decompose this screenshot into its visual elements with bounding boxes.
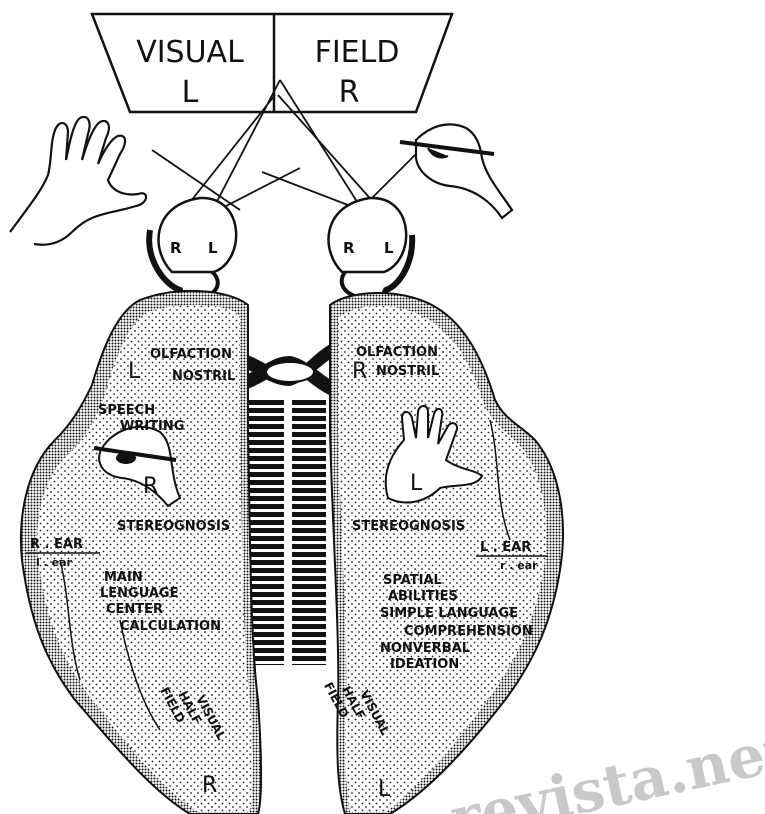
comprehension-label: COMPREHENSION bbox=[404, 624, 533, 639]
left-eye-r-label: R bbox=[170, 239, 182, 257]
left-eye-l-label: L bbox=[208, 239, 218, 257]
right-visual-field-side-marker: L bbox=[378, 777, 391, 802]
right-stereognosis-label: STEREOGNOSIS bbox=[352, 519, 465, 534]
main-label: MAIN bbox=[104, 570, 143, 585]
right-nostril-label: NOSTRIL bbox=[376, 364, 439, 379]
left-visual-field-side-marker: R bbox=[202, 773, 217, 798]
calculation-label: CALCULATION bbox=[120, 619, 221, 634]
right-ear-sub-label: r . ear bbox=[500, 559, 538, 572]
speech-label: SPEECH bbox=[98, 403, 155, 418]
left-eye: R L bbox=[149, 198, 236, 300]
ideation-label: IDEATION bbox=[390, 657, 459, 672]
right-eye: R L bbox=[329, 198, 413, 300]
right-eye-l-label: L bbox=[384, 239, 394, 257]
visual-field-right-marker: R bbox=[339, 75, 360, 110]
left-hand-drawing bbox=[10, 117, 146, 245]
center-label: CENTER bbox=[106, 602, 163, 617]
left-ear-main-label: R . EAR bbox=[30, 537, 83, 552]
right-olfaction-label: OLFACTION bbox=[356, 345, 438, 360]
visual-label: VISUAL bbox=[136, 35, 244, 70]
right-eye-r-label: R bbox=[343, 239, 355, 257]
watermark: revista.net bbox=[444, 715, 765, 814]
right-hand-drawing bbox=[400, 124, 512, 218]
left-hand-side-marker: R bbox=[143, 474, 158, 499]
right-ear-main-label: L . EAR bbox=[480, 540, 531, 555]
nonverbal-label: NONVERBAL bbox=[380, 641, 470, 656]
writing-label: WRITING bbox=[120, 419, 184, 434]
abilities-label: ABILITIES bbox=[388, 589, 458, 604]
left-stereognosis-label: STEREOGNOSIS bbox=[117, 519, 230, 534]
visual-field-left-marker: L bbox=[182, 75, 199, 110]
right-hemisphere-side-marker: R bbox=[352, 359, 367, 384]
left-hemisphere-side-marker: L bbox=[128, 359, 141, 384]
left-olfaction-label: OLFACTION bbox=[150, 347, 232, 362]
language-label: LENGUAGE bbox=[100, 586, 178, 601]
right-hand-side-marker: L bbox=[410, 471, 423, 496]
field-label: FIELD bbox=[315, 35, 400, 70]
left-nostril-label: NOSTRIL bbox=[172, 369, 235, 384]
left-ear-sub-label: l . ear bbox=[36, 556, 72, 569]
spatial-label: SPATIAL bbox=[383, 573, 442, 588]
simple-language-label: SIMPLE LANGUAGE bbox=[380, 606, 518, 621]
corpus-callosum bbox=[242, 400, 326, 665]
